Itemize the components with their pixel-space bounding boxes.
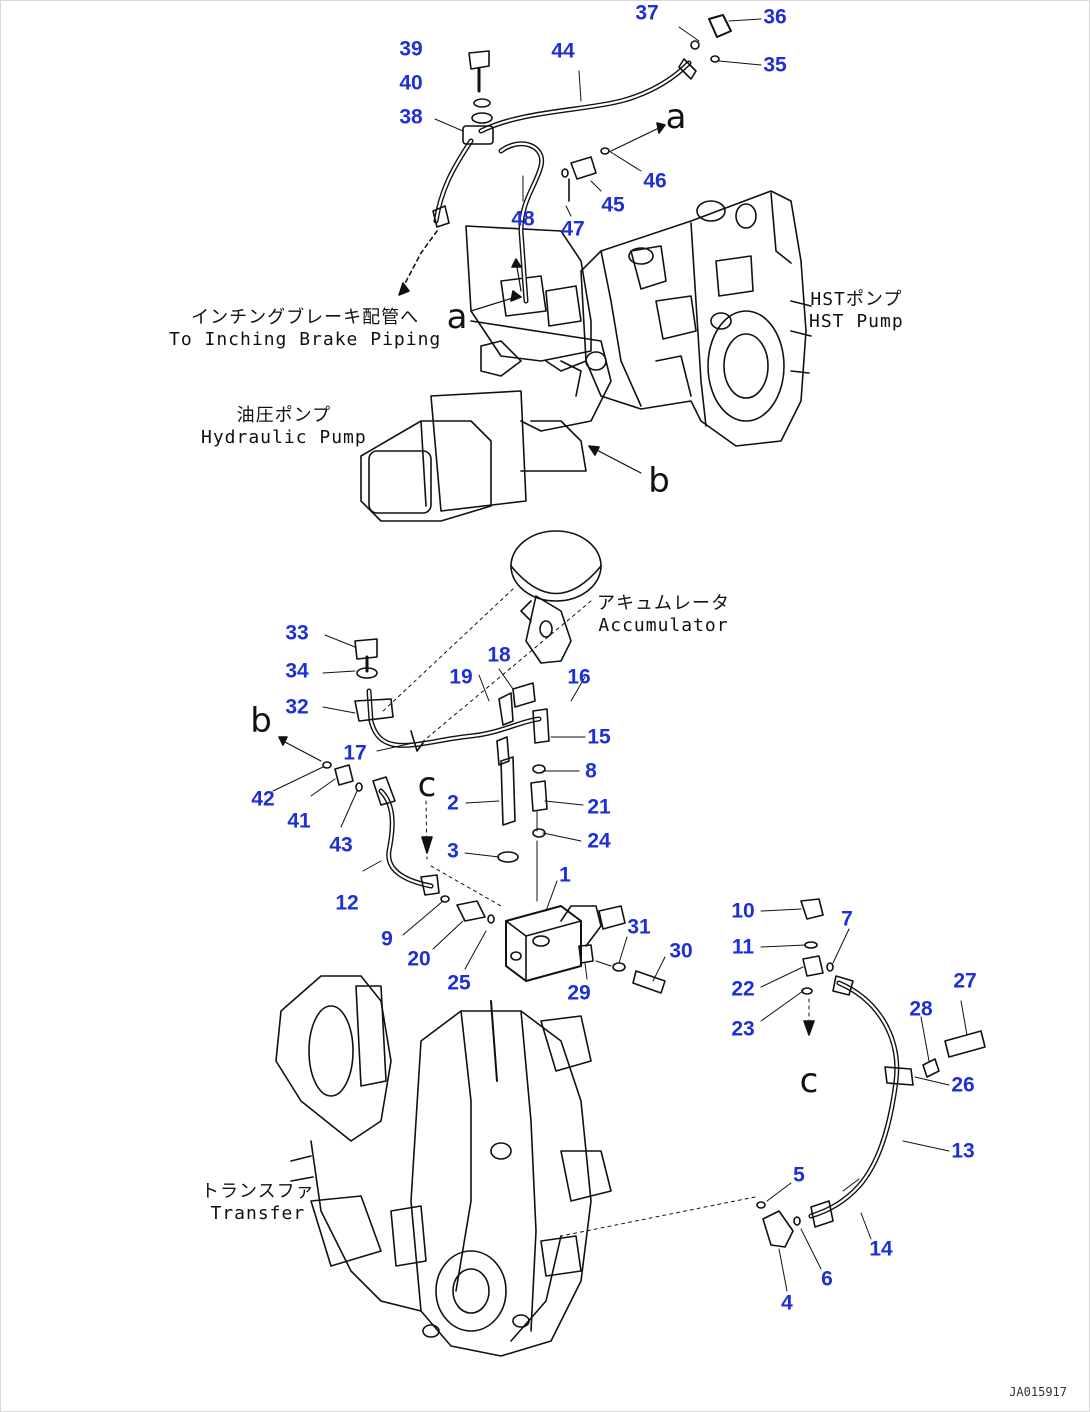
reference-c-upper: c — [417, 765, 437, 805]
part-callout-28: 28 — [909, 997, 933, 1021]
reference-a-upper: a — [665, 97, 687, 137]
part-callout-34: 34 — [285, 659, 309, 683]
part-callout-6: 6 — [821, 1267, 833, 1291]
part-callout-26: 26 — [951, 1073, 975, 1097]
leader-lines — [272, 634, 968, 1292]
part-callout-27: 27 — [953, 969, 977, 993]
part-callout-19: 19 — [449, 665, 473, 689]
part-callout-1: 1 — [559, 863, 571, 887]
part-callout-17: 17 — [343, 741, 367, 765]
drawing-code: JA015917 — [1009, 1385, 1067, 1399]
part-callout-36: 36 — [763, 5, 787, 29]
transfer-drawing — [275, 975, 612, 1357]
hydraulic-pump-drawing — [360, 225, 612, 522]
part-callout-48: 48 — [511, 207, 535, 231]
part-callout-20: 20 — [407, 947, 431, 971]
part-callout-42: 42 — [251, 787, 275, 811]
part-callout-33: 33 — [285, 621, 309, 645]
middle-piping-drawing — [278, 638, 666, 994]
part-callout-5: 5 — [793, 1163, 805, 1187]
part-callout-7: 7 — [841, 907, 853, 931]
part-callout-23: 23 — [731, 1017, 755, 1041]
part-callout-32: 32 — [285, 695, 309, 719]
part-callout-30: 30 — [669, 939, 693, 963]
part-callout-31: 31 — [627, 915, 651, 939]
part-callout-25: 25 — [447, 971, 471, 995]
part-callout-4: 4 — [781, 1291, 793, 1315]
right-hoses-drawing — [560, 898, 986, 1248]
reference-b-lower: b — [648, 461, 670, 501]
part-callout-43: 43 — [329, 833, 353, 857]
part-callout-22: 22 — [731, 977, 755, 1001]
part-callout-9: 9 — [381, 927, 393, 951]
part-callout-8: 8 — [585, 759, 597, 783]
part-callout-13: 13 — [951, 1139, 975, 1163]
part-callout-10: 10 — [731, 899, 755, 923]
part-callout-39: 39 — [399, 37, 423, 61]
part-callout-41: 41 — [287, 809, 311, 833]
part-callout-14: 14 — [869, 1237, 893, 1261]
part-callout-16: 16 — [567, 665, 591, 689]
upper-hoses-drawing — [398, 14, 762, 474]
part-callout-44: 44 — [551, 39, 575, 63]
accumulator-drawing — [380, 530, 602, 744]
part-callout-47: 47 — [561, 217, 585, 241]
part-callout-15: 15 — [587, 725, 611, 749]
reference-a-lower: a — [446, 297, 468, 337]
hst-pump-drawing — [545, 190, 812, 447]
part-callout-35: 35 — [763, 53, 787, 77]
part-callout-11: 11 — [731, 935, 755, 959]
part-callout-3: 3 — [447, 839, 459, 863]
part-callout-21: 21 — [587, 795, 611, 819]
part-callout-29: 29 — [567, 981, 591, 1005]
part-callout-45: 45 — [601, 193, 625, 217]
part-callout-37: 37 — [635, 1, 659, 25]
part-callout-40: 40 — [399, 71, 423, 95]
reference-b-upper: b — [250, 701, 272, 741]
part-callout-38: 38 — [399, 105, 423, 129]
part-callout-2: 2 — [447, 791, 459, 815]
part-callout-18: 18 — [487, 643, 511, 667]
reference-c-lower: c — [799, 1061, 819, 1101]
part-callout-12: 12 — [335, 891, 359, 915]
part-callout-24: 24 — [587, 829, 611, 853]
part-callout-46: 46 — [643, 169, 667, 193]
